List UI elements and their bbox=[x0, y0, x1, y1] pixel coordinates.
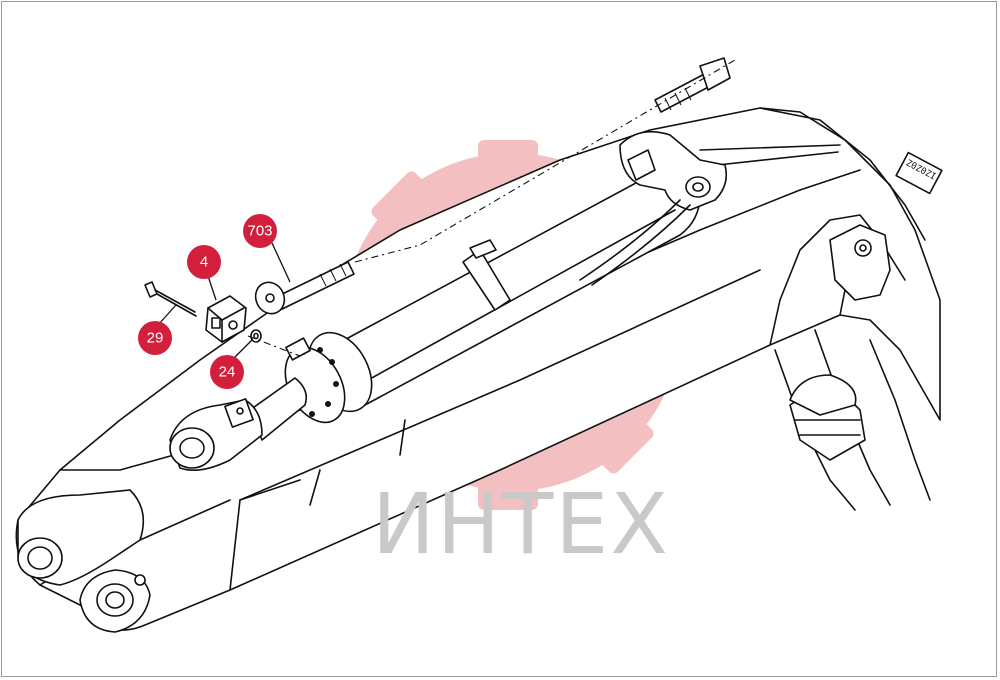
leader-24 bbox=[231, 339, 253, 361]
assembly-axis-line-2 bbox=[247, 335, 301, 357]
boom-pivot-joint bbox=[789, 224, 891, 461]
svg-text:24: 24 bbox=[219, 364, 236, 381]
callout-29[interactable]: 29 bbox=[138, 321, 172, 355]
svg-text:29: 29 bbox=[147, 330, 164, 347]
leader-703 bbox=[271, 242, 291, 283]
watermark-brand-text: ИНТЕХ bbox=[372, 475, 670, 573]
boom-end-lug bbox=[17, 489, 151, 633]
cylinder-mount-boss bbox=[579, 130, 728, 286]
callout-24[interactable]: 24 bbox=[210, 355, 244, 389]
leader-4 bbox=[207, 275, 217, 301]
assembly-axis-line bbox=[354, 59, 736, 263]
part-block-4 bbox=[205, 295, 247, 343]
washer-24 bbox=[250, 329, 262, 343]
bolt-29 bbox=[144, 281, 197, 317]
leader-29 bbox=[157, 304, 177, 326]
pin-703 bbox=[254, 261, 355, 315]
hydraulic-cylinder bbox=[169, 168, 701, 471]
callout-703[interactable]: 703 bbox=[243, 214, 277, 248]
callout-4[interactable]: 4 bbox=[187, 245, 221, 279]
svg-text:4: 4 bbox=[200, 254, 208, 271]
svg-text:703: 703 bbox=[247, 223, 272, 240]
pin-top bbox=[654, 57, 731, 113]
part-stamp: Z0Z0ZI bbox=[895, 151, 943, 195]
